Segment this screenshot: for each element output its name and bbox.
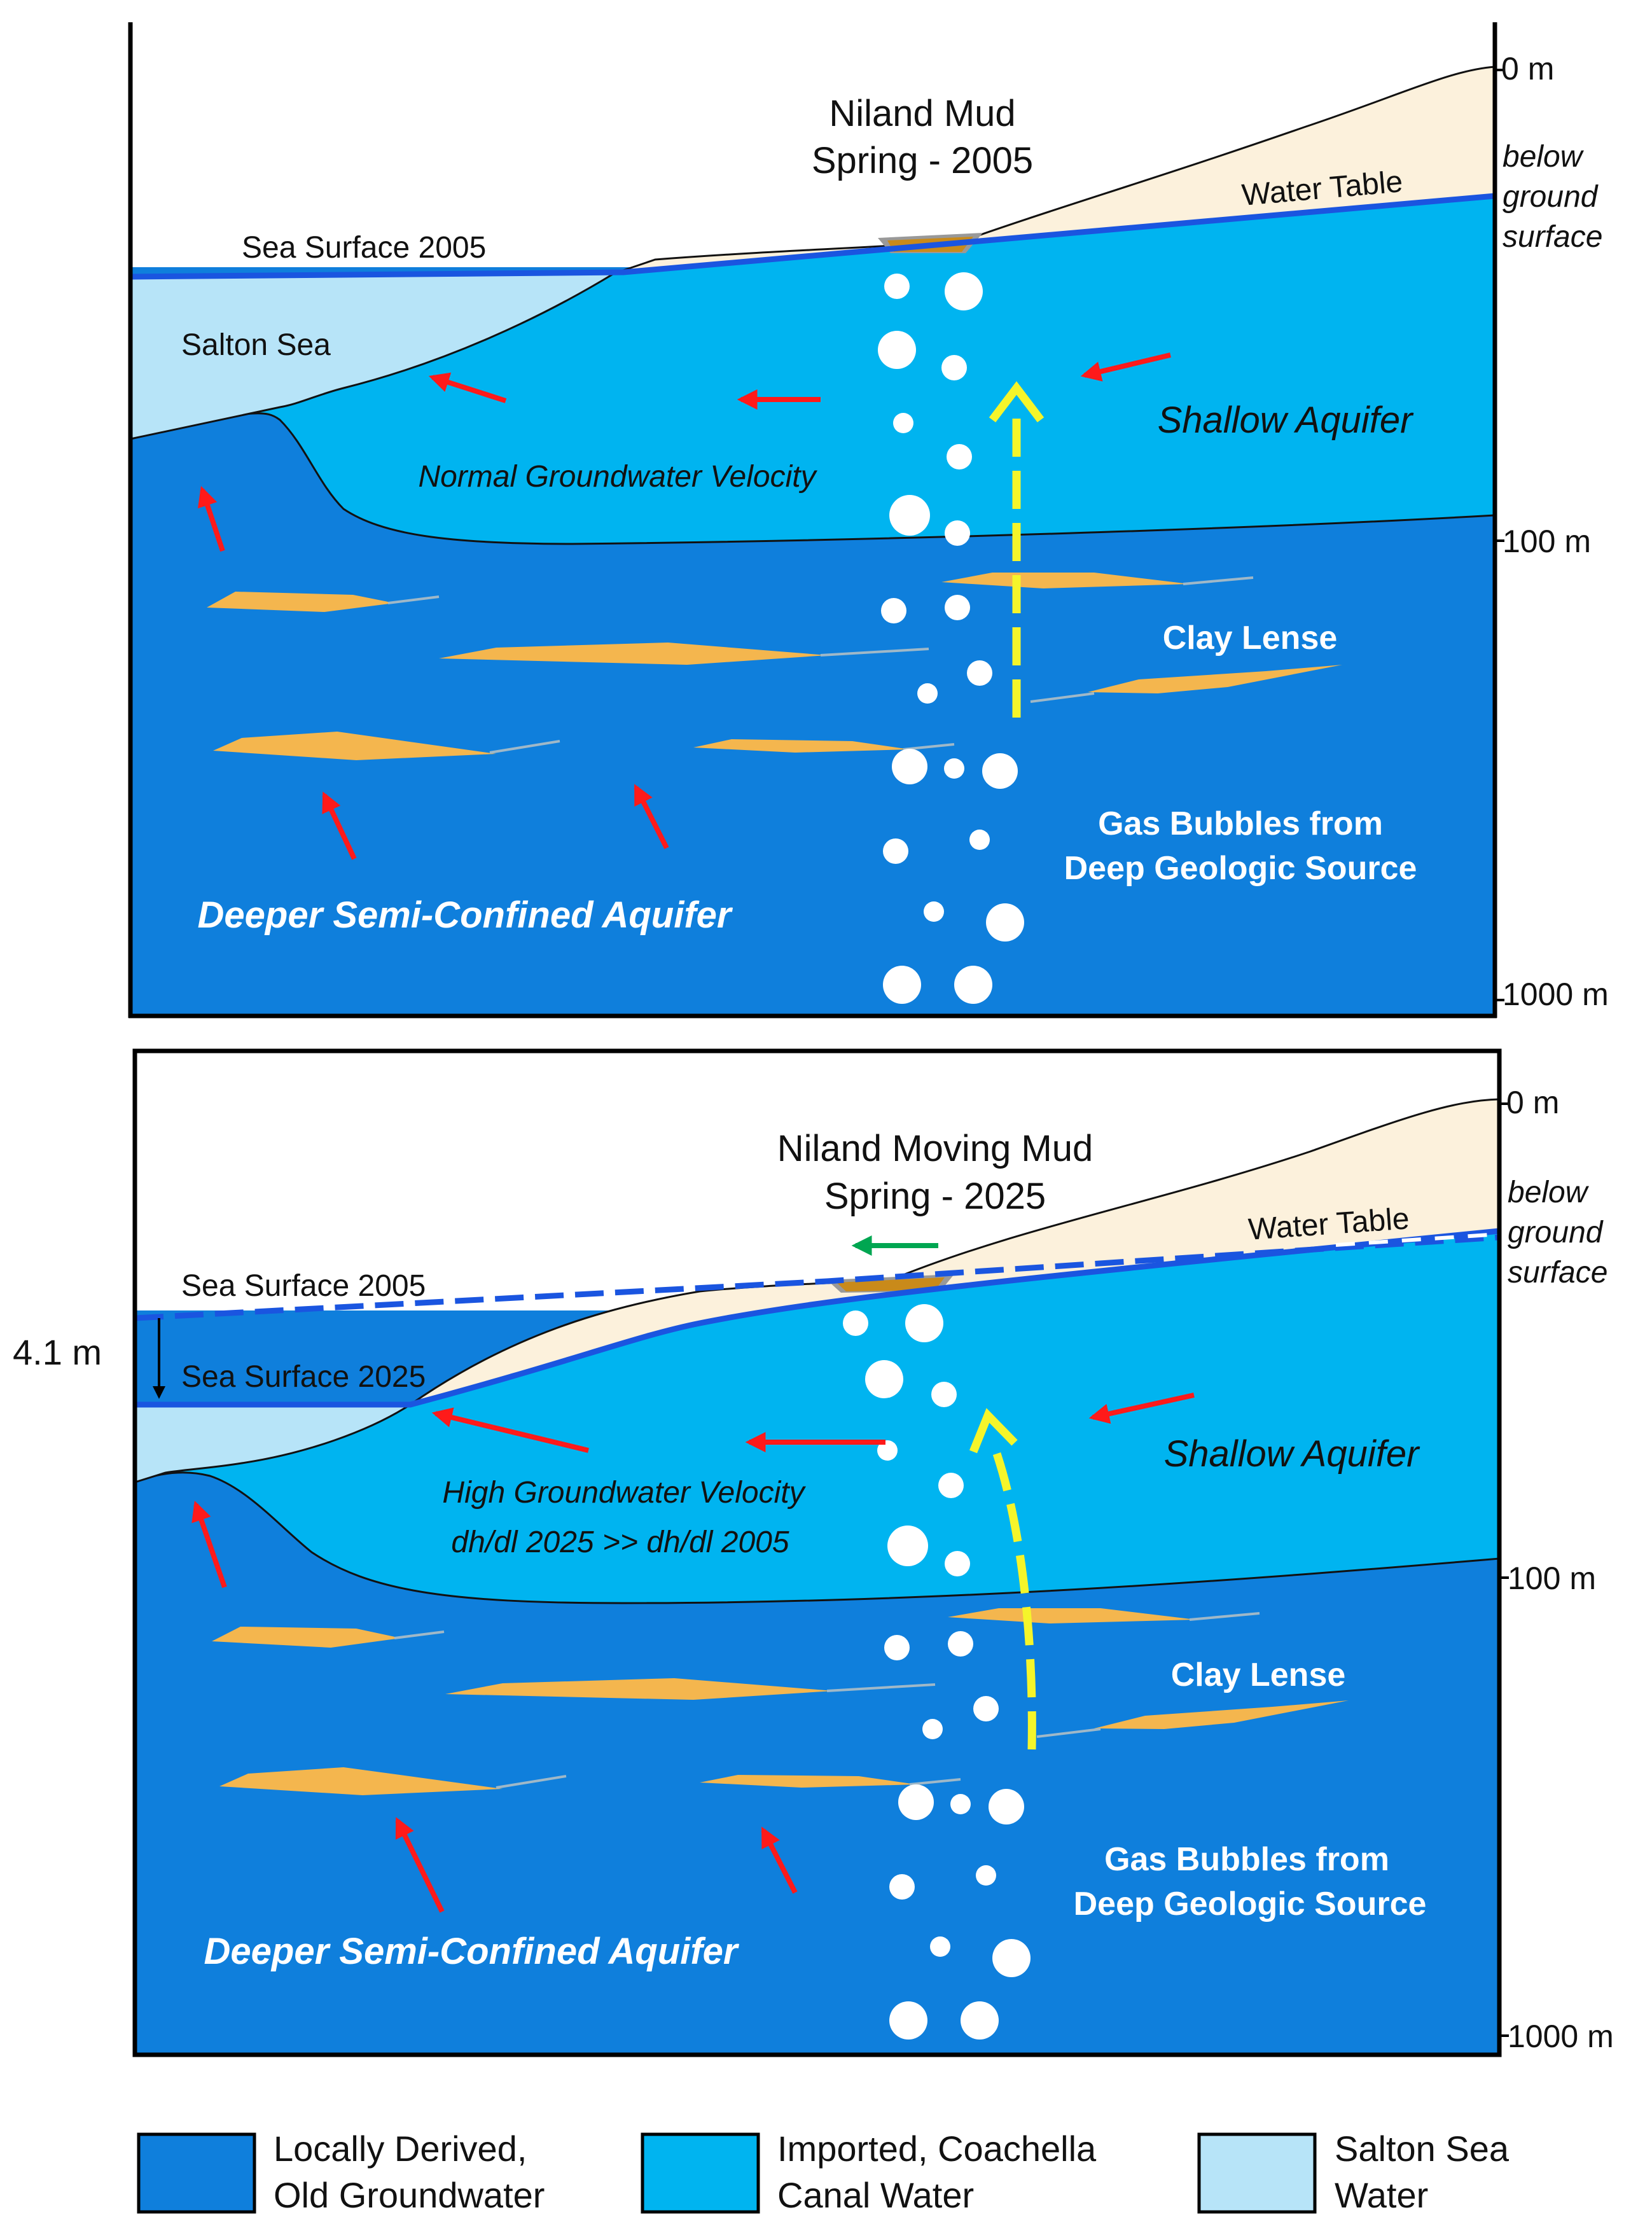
legend-label-old-groundwater-line2: Old Groundwater — [274, 2175, 545, 2215]
gas-path-arrowhead — [989, 381, 1045, 422]
mud-spring-pool — [836, 1277, 945, 1291]
sea-surface-label: Sea Surface 2005 — [242, 231, 486, 265]
shallow-aquifer-label: Shallow Aquifer — [1164, 1433, 1421, 1475]
clay-lense-label: Clay Lense — [1163, 620, 1338, 657]
depth-below-line3: surface — [1508, 1256, 1607, 1289]
gas-path-arrow — [988, 1439, 1036, 1750]
depth-100-label: 100 m — [1508, 1560, 1596, 1596]
depth-0-label: 0 m — [1501, 51, 1554, 87]
depth-below-line2: ground — [1503, 180, 1599, 214]
gas-path-arrowhead — [969, 1408, 1018, 1454]
depth-100-label: 100 m — [1503, 524, 1591, 559]
deep-aquifer-label: Deeper Semi-Confined Aquifer — [198, 894, 733, 936]
clay-lenses — [207, 573, 1342, 760]
legend-label-canal-water-line2: Canal Water — [777, 2175, 974, 2215]
depth-1000-label: 1000 m — [1508, 2019, 1614, 2054]
flow-arrows — [197, 352, 1171, 860]
panel-frame — [132, 1048, 1502, 2057]
legend: Locally Derived, Old Groundwater Importe… — [137, 2129, 1510, 2215]
deep-aquifer-label: Deeper Semi-Confined Aquifer — [204, 1931, 740, 1972]
salton-sea-label: Salton Sea — [181, 328, 331, 362]
depth-below-line1: below — [1503, 140, 1585, 174]
clay-lenses — [212, 1608, 1349, 1795]
water-table-2005-dashed — [1335, 1232, 1500, 1247]
spring-title-line2: Spring - 2005 — [812, 140, 1033, 181]
depth-below-line2: ground — [1508, 1216, 1604, 1249]
sea-surface-2005-label: Sea Surface 2005 — [181, 1269, 426, 1303]
velocity-label-line2: dh/dl 2025 >> dh/dl 2005 — [451, 1526, 789, 1559]
depth-below-line1: below — [1508, 1176, 1590, 1209]
sea-surface-2005-dashed — [134, 1234, 1500, 1321]
gas-bubbles-label-line2: Deep Geologic Source — [1074, 1886, 1427, 1922]
shallow-aquifer-label: Shallow Aquifer — [1158, 400, 1415, 441]
panel-2005: Niland Mud Spring - 2005 Sea Surface 200… — [128, 22, 1609, 1018]
water-table-line — [130, 193, 1496, 280]
legend-label-sea-water-line1: Salton Sea — [1335, 2129, 1510, 2169]
gas-bubbles-label-line1: Gas Bubbles from — [1098, 805, 1383, 842]
flow-arrows — [191, 1393, 1195, 1913]
salton-sea-zone — [134, 1403, 414, 1484]
salton-sea-zone — [129, 272, 618, 440]
legend-swatch-sea-water — [1197, 2132, 1317, 2214]
gas-bubbles — [843, 1304, 1031, 2040]
gas-bubbles-label-line1: Gas Bubbles from — [1104, 1841, 1389, 1878]
gas-bubbles-label-line2: Deep Geologic Source — [1064, 850, 1417, 887]
clay-lense-label: Clay Lense — [1171, 1657, 1346, 1693]
sea-drop-label: 4.1 m — [13, 1332, 102, 1372]
sea-surface-2025-label: Sea Surface 2025 — [181, 1360, 426, 1394]
velocity-label-line1: High Groundwater Velocity — [442, 1476, 806, 1510]
legend-swatch-canal-water — [641, 2132, 760, 2214]
spring-title-line2: Spring - 2025 — [824, 1176, 1046, 1217]
legend-label-canal-water-line1: Imported, Coachella — [777, 2129, 1097, 2169]
water-table-2025-line — [135, 1228, 1500, 1408]
spring-title-line1: Niland Moving Mud — [777, 1128, 1093, 1169]
velocity-label: Normal Groundwater Velocity — [418, 460, 817, 494]
legend-label-sea-water-line2: Water — [1335, 2175, 1428, 2215]
depth-0-label: 0 m — [1506, 1085, 1559, 1120]
gas-bubbles — [878, 272, 1024, 1004]
legend-swatch-old-groundwater — [137, 2132, 256, 2214]
depth-below-line3: surface — [1503, 220, 1602, 254]
panel-2025: Niland Moving Mud Spring - 2025 Sea Surf… — [13, 1048, 1614, 2057]
depth-1000-label: 1000 m — [1503, 977, 1609, 1012]
legend-label-old-groundwater-line1: Locally Derived, — [274, 2129, 527, 2169]
spring-title-line1: Niland Mud — [829, 93, 1015, 134]
